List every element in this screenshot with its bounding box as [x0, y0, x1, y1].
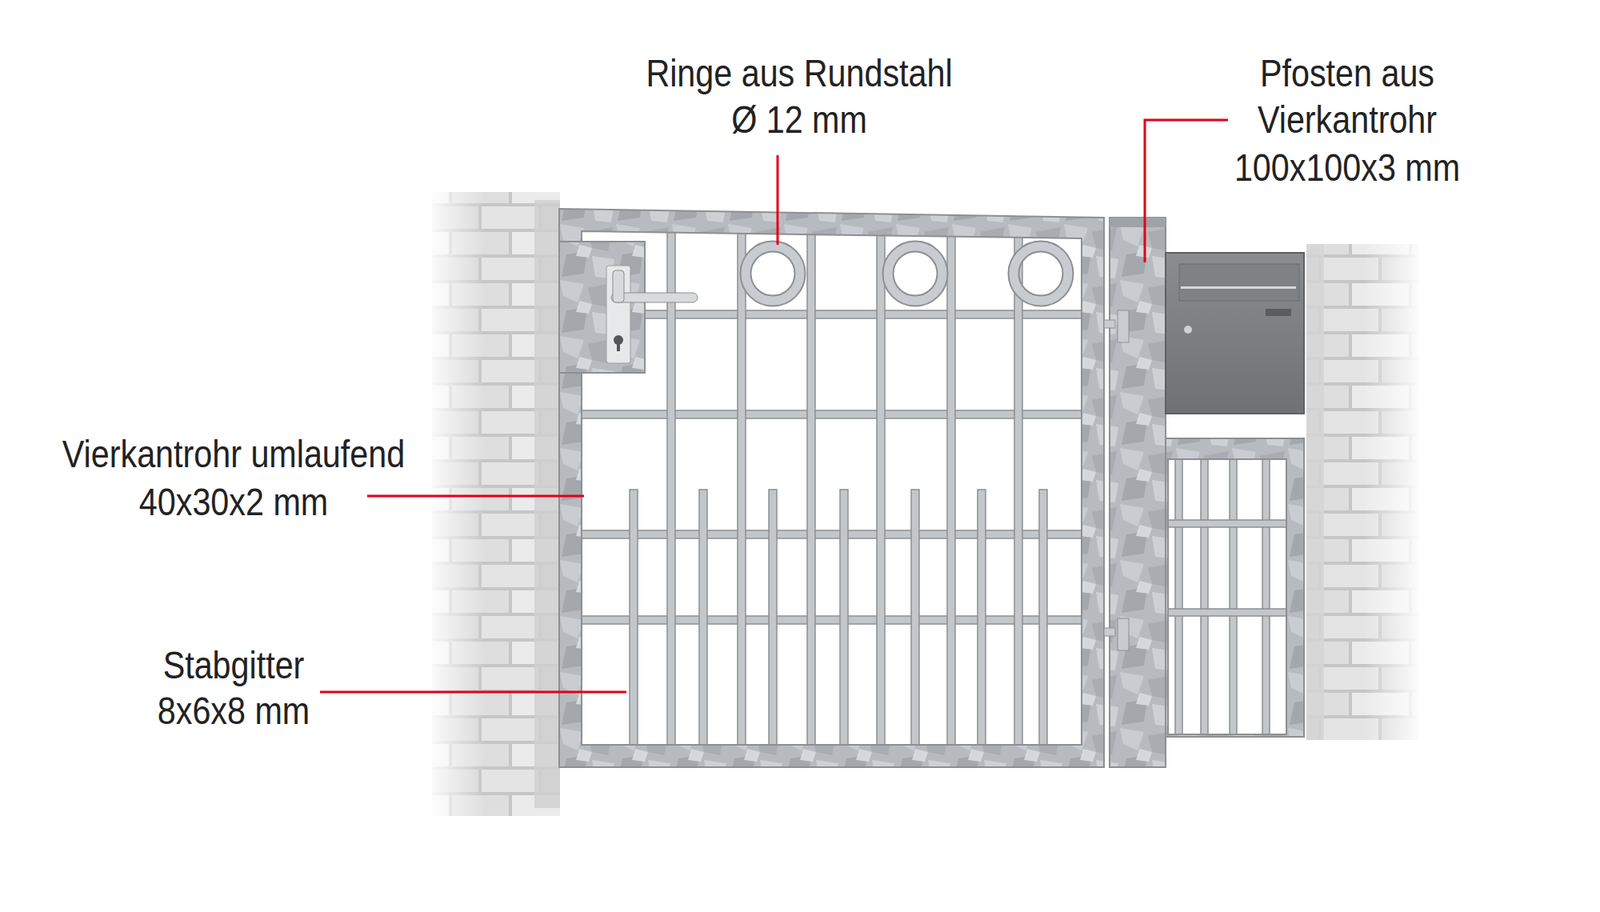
leader-lines [320, 120, 1228, 692]
gate-bars [581, 231, 1082, 745]
brick-wall-left [432, 192, 560, 816]
callout-label: Vierkantrohr umlaufend [62, 431, 405, 478]
callout-label: Vierkantrohr [1257, 96, 1437, 144]
mailbox [1165, 252, 1304, 414]
lock-plate [559, 241, 698, 373]
callout-label: Pfosten aus [1260, 50, 1435, 97]
gate-post [1104, 217, 1166, 768]
brick-wall-right [1306, 244, 1419, 740]
side-fence [1165, 438, 1304, 737]
callout-label: Ringe aus Rundstahl [645, 50, 952, 97]
rings [745, 246, 1068, 301]
callout-label: 100x100x3 mm [1234, 144, 1460, 192]
callout-label: Stabgitter [163, 642, 305, 689]
gate-frame [559, 208, 1104, 768]
callout-label: Ø 12 mm [731, 96, 868, 144]
callout-label: 8x6x8 mm [157, 688, 310, 735]
callout-label: 40x30x2 mm [139, 479, 328, 526]
